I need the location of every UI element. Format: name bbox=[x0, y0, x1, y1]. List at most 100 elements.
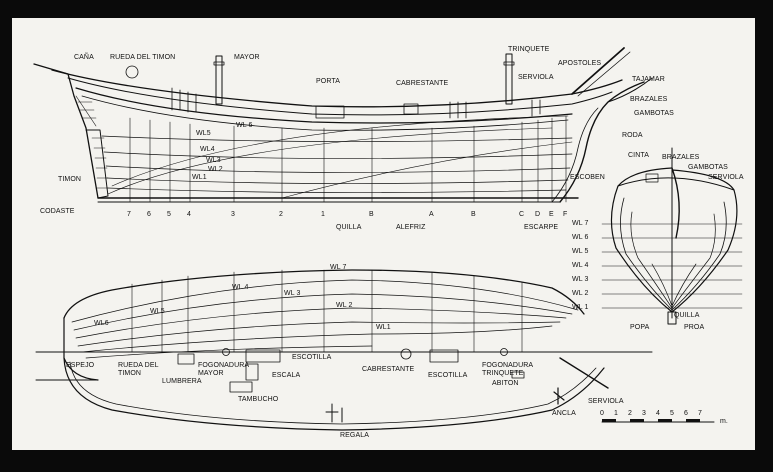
label-quilla-body: QUILLA bbox=[674, 312, 700, 319]
label-serviola-body: SERVIOLA bbox=[708, 174, 744, 181]
label-serviola-plan: SERVIOLA bbox=[588, 398, 624, 405]
label-fogonadura-trinquete: FOGONADURA TRINQUETE bbox=[482, 362, 534, 377]
label-serviola: SERVIOLA bbox=[518, 74, 554, 81]
station-6: 6 bbox=[147, 211, 151, 218]
scale-tick-3: 3 bbox=[642, 410, 646, 417]
scale-tick-0: 0 bbox=[600, 410, 604, 417]
label-regala: REGALA bbox=[340, 432, 369, 439]
wl-body-2: WL 2 bbox=[572, 290, 589, 297]
label-tajamar: TAJAMAR bbox=[632, 76, 665, 83]
wl-body-6: WL 6 bbox=[572, 234, 589, 241]
station-5: 5 bbox=[167, 211, 171, 218]
station-b-aft: B bbox=[369, 211, 374, 218]
label-cabrestante-plan: CABRESTANTE bbox=[362, 366, 415, 373]
sheer-line bbox=[51, 69, 623, 108]
trinquete-mast bbox=[505, 53, 513, 105]
station-e: E bbox=[549, 211, 554, 218]
timon-rudder bbox=[85, 129, 109, 199]
wl-plan-7: WL 7 bbox=[330, 264, 347, 271]
label-escoben: ESCOBEN bbox=[570, 174, 605, 181]
ship-lines-plan-drawing bbox=[33, 47, 743, 431]
label-apostoles: APOSTOLES bbox=[558, 60, 602, 67]
wl-body-5: WL 5 bbox=[572, 248, 589, 255]
station-b: B bbox=[471, 211, 476, 218]
scale-tick-2: 2 bbox=[628, 410, 632, 417]
half-breadth-outline bbox=[63, 269, 585, 319]
abiton bbox=[511, 371, 525, 379]
lumbrera-hatch bbox=[177, 353, 195, 365]
label-rueda-timon-plan: RUEDA DEL TIMON bbox=[118, 362, 159, 377]
regala-ornament bbox=[325, 403, 343, 423]
scale-tick-4: 4 bbox=[656, 410, 660, 417]
wl-plan-4: WL 4 bbox=[232, 284, 249, 291]
wl-profile-2: WL2 bbox=[208, 166, 223, 173]
label-cabrestante: CABRESTANTE bbox=[396, 80, 449, 87]
station-a: A bbox=[429, 211, 434, 218]
label-cinta: CINTA bbox=[628, 152, 649, 159]
escala-hatch bbox=[245, 363, 259, 381]
label-timon: TIMON bbox=[58, 176, 82, 183]
wl-profile-6: WL 6 bbox=[236, 122, 253, 129]
station-2: 2 bbox=[279, 211, 283, 218]
scale-tick-6: 6 bbox=[684, 410, 688, 417]
label-cana: CAÑA bbox=[74, 54, 94, 61]
scale-tick-1: 1 bbox=[614, 410, 618, 417]
label-alefriz: ALEFRIZ bbox=[396, 224, 426, 231]
label-gambotas: GAMBOTAS bbox=[634, 110, 674, 117]
plan-view bbox=[35, 269, 653, 431]
station-7: 7 bbox=[127, 211, 131, 218]
label-tambucho: TAMBUCHO bbox=[238, 396, 279, 403]
ancla bbox=[553, 387, 565, 405]
wl-plan-1: WL1 bbox=[376, 324, 391, 331]
wl-profile-4: WL4 bbox=[200, 146, 215, 153]
station-f: F bbox=[563, 211, 568, 218]
drawing-sheet: CAÑA RUEDA DEL TIMON MAYOR PORTA CABREST… bbox=[12, 18, 755, 450]
label-trinquete: TRINQUETE bbox=[508, 46, 550, 53]
wl-body-7: WL 7 bbox=[572, 220, 589, 227]
label-quilla: QUILLA bbox=[336, 224, 362, 231]
label-codaste: CODASTE bbox=[40, 208, 75, 215]
scale-bar bbox=[601, 419, 715, 423]
wl-plan-2: WL 2 bbox=[336, 302, 353, 309]
scale-unit: m. bbox=[720, 418, 728, 425]
label-brazales-body: BRAZALES bbox=[662, 154, 700, 161]
station-c: C bbox=[519, 211, 525, 218]
label-fogonadura-mayor: FOGONADURA MAYOR bbox=[198, 362, 250, 377]
label-popa: POPA bbox=[630, 324, 650, 331]
label-gambotas-body: GAMBOTAS bbox=[688, 164, 728, 171]
cabrestante-plan bbox=[400, 348, 412, 360]
wl-body-1: WL 1 bbox=[572, 304, 589, 311]
label-brazales: BRAZALES bbox=[630, 96, 668, 103]
bowsprit bbox=[571, 47, 625, 95]
body-plan bbox=[601, 147, 743, 325]
label-proa: PROA bbox=[684, 324, 705, 331]
fogonadura-trinquete-plan bbox=[500, 348, 508, 356]
mayor-mast bbox=[215, 55, 223, 105]
rueda-timon bbox=[125, 65, 139, 79]
wl-profile-5: WL5 bbox=[196, 130, 211, 137]
porta bbox=[315, 105, 345, 119]
station-1: 1 bbox=[321, 211, 325, 218]
wl-plan-5: WL5 bbox=[150, 308, 165, 315]
label-ancla: ANCLA bbox=[552, 410, 576, 417]
deck-outline bbox=[63, 357, 605, 431]
label-escala: ESCALA bbox=[272, 372, 301, 379]
wl-profile-1: WL1 bbox=[192, 174, 207, 181]
rail-line bbox=[67, 77, 613, 116]
station-4: 4 bbox=[187, 211, 191, 218]
escotilla-hatch-1 bbox=[245, 349, 281, 363]
wl-plan-6: WL6 bbox=[94, 320, 109, 327]
label-porta: PORTA bbox=[316, 78, 340, 85]
label-escotilla-1: ESCOTILLA bbox=[292, 354, 332, 361]
wl-plan-3: WL 3 bbox=[284, 290, 301, 297]
profile-view bbox=[33, 47, 653, 203]
label-mayor: MAYOR bbox=[234, 54, 260, 61]
tambucho bbox=[229, 381, 253, 393]
label-lumbrera: LUMBRERA bbox=[162, 378, 202, 385]
wale-line bbox=[75, 87, 573, 124]
scale-tick-5: 5 bbox=[670, 410, 674, 417]
roda-stem bbox=[559, 81, 645, 203]
wl-body-4: WL 4 bbox=[572, 262, 589, 269]
label-escotilla-2: ESCOTILLA bbox=[428, 372, 468, 379]
escotilla-hatch-2 bbox=[429, 349, 459, 363]
